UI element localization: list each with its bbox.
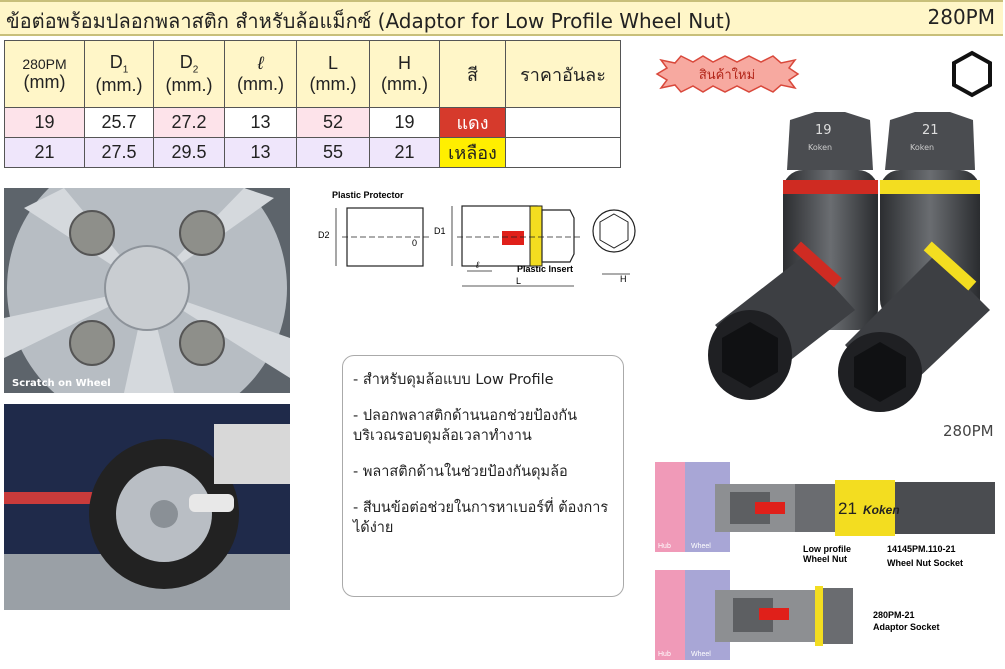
header-h: H(mm.) (369, 40, 440, 108)
hub-label: Hub (658, 543, 671, 550)
feature-item: - ปลอกพลาสติกด้านนอกช่วยป้องกัน บริเวณรอ… (353, 408, 578, 444)
spec-table: 280PM(mm) D1(mm.) D2(mm.) ℓ(mm.) L(mm.) … (4, 40, 621, 168)
header-l-big: L(mm.) (296, 40, 370, 108)
feature-item: - พลาสติกด้านในช่วยป้องกันดุมล้อ (353, 464, 568, 480)
cell-color-yellow: เหลือง (439, 137, 506, 168)
socket-21-brand: Koken (910, 143, 934, 152)
zero-label: 0 (412, 238, 417, 248)
socket-19-label: 19 (815, 123, 832, 138)
title-bar (0, 0, 1003, 36)
cell-l: 13 (224, 137, 297, 168)
cell-d1: 27.5 (84, 137, 154, 168)
socket-front-yellow (838, 241, 990, 412)
cell-h: 21 (369, 137, 440, 168)
wheel-photo: Scratch on Wheel (4, 188, 290, 393)
cell-size: 21 (4, 137, 85, 168)
cell-d2: 29.5 (153, 137, 225, 168)
product-photo: 19 Koken 21 Koken (708, 112, 990, 412)
adaptor-code: 280PM-21 (873, 610, 915, 620)
table-header-row: 280PM(mm) D1(mm.) D2(mm.) ℓ(mm.) L(mm.) … (4, 40, 621, 108)
hexagon-icon (952, 50, 992, 98)
table-row: 21 27.5 29.5 13 55 21 เหลือง (4, 137, 621, 168)
adaptor-name: Adaptor Socket (873, 622, 940, 632)
cell-price (505, 107, 621, 138)
wheel-label: Wheel (691, 543, 711, 550)
hub-label-2: Hub (658, 651, 671, 658)
technical-diagram: Plastic Protector D2 0 D1 Plastic Insert… (318, 190, 636, 287)
photo-caption: Scratch on Wheel (12, 378, 111, 389)
cell-price (505, 137, 621, 168)
badge-text: สินค้าใหม่ (699, 67, 755, 83)
d2-label: D2 (318, 230, 330, 240)
product-caption: 280PM (943, 422, 994, 440)
cell-L: 52 (296, 107, 370, 138)
wheel-label-2: Wheel (691, 651, 711, 658)
header-color: สี (439, 40, 506, 108)
cell-d2: 27.2 (153, 107, 225, 138)
header-d2: D2(mm.) (153, 40, 225, 108)
socket-21-label: 21 (922, 123, 939, 138)
cell-d1: 25.7 (84, 107, 154, 138)
feature-list: - สำหรับดุมล้อแบบ Low Profile - ปลอกพลาส… (342, 355, 624, 597)
header-price: ราคาอันละ (505, 40, 621, 108)
H-label: H (620, 274, 627, 284)
new-product-badge: สินค้าใหม่ (655, 55, 800, 93)
cell-l: 13 (224, 107, 297, 138)
cell-size: 19 (4, 107, 85, 138)
L-label: L (516, 276, 521, 286)
wheel-socket-code: 14145PM.110-21 (887, 544, 956, 554)
table-row: 19 25.7 27.2 13 52 19 แดง (4, 107, 621, 138)
feature-item: - สีบนข้อต่อช่วยในการหาเบอร์ที่ ต้องการไ… (353, 500, 609, 536)
socket-front-red (708, 241, 855, 400)
plastic-insert-label: Plastic Insert (517, 264, 573, 274)
cell-color-red: แดง (439, 107, 506, 138)
wheel-socket-name: Wheel Nut Socket (887, 558, 963, 568)
cutaway-brand: Koken (863, 503, 900, 517)
product-code: 280PM (927, 5, 996, 29)
cell-L: 55 (296, 137, 370, 168)
header-model: 280PM(mm) (4, 40, 85, 108)
d1-label: D1 (434, 226, 446, 236)
wheel-nuts (69, 210, 225, 366)
feature-item: - สำหรับดุมล้อแบบ Low Profile (353, 372, 554, 388)
car-photo (4, 404, 290, 610)
cutaway-number: 21 (838, 499, 857, 518)
header-l-small: ℓ(mm.) (224, 40, 297, 108)
l-small-label: ℓ (475, 260, 479, 270)
cell-h: 19 (369, 107, 440, 138)
page-title: ข้อต่อพร้อมปลอกพลาสติก สำหรับล้อแม็กซ์ (… (6, 9, 732, 33)
plastic-protector-label: Plastic Protector (332, 190, 404, 200)
socket-19-brand: Koken (808, 143, 832, 152)
header-d1: D1(mm.) (84, 40, 154, 108)
